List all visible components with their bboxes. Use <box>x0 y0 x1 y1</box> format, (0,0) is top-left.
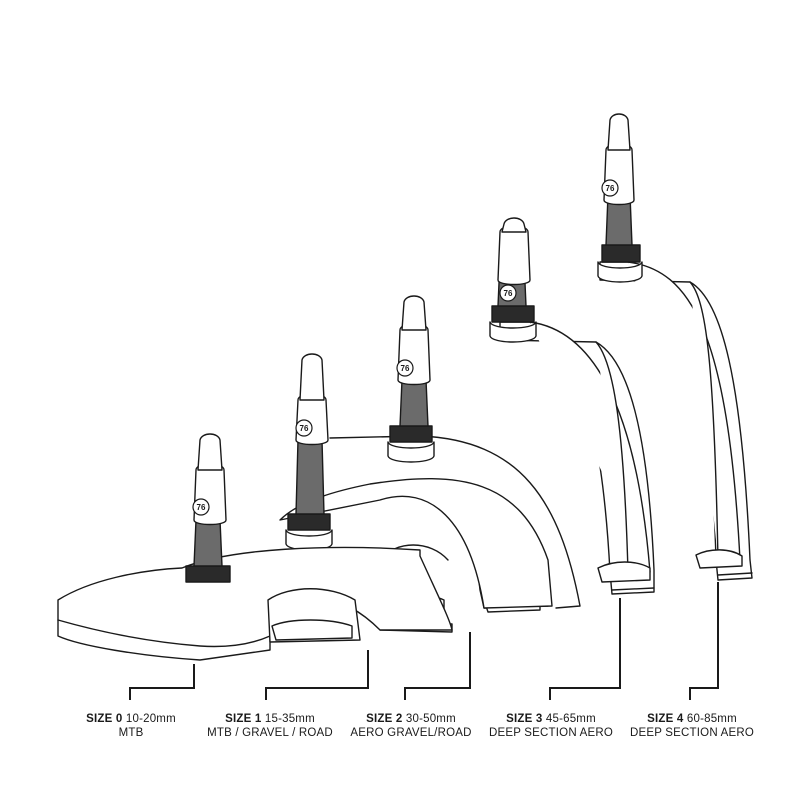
rim-insert-size-0 <box>57 546 453 661</box>
valve-badge-2: 76 <box>401 364 410 373</box>
valve-badges <box>192 179 619 516</box>
size-range-1: 15-35mm <box>264 713 315 725</box>
size-use-0: MTB <box>118 727 144 739</box>
valve-badge-0: 76 <box>197 503 206 512</box>
size-range-2: 30-50mm <box>405 713 456 725</box>
size-range-0: 10-20mm <box>125 713 176 725</box>
size-label-2: SIZE 2 <box>366 713 403 725</box>
size-label-4: SIZE 4 <box>647 713 684 725</box>
size-use-2: AERO GRAVEL/ROAD <box>350 727 472 739</box>
caption-size-3: SIZE 3 45-65mm DEEP SECTION AERO <box>489 712 613 740</box>
valve-size-2 <box>387 295 435 463</box>
valve-badge-4: 76 <box>606 184 615 193</box>
size-use-4: DEEP SECTION AERO <box>630 727 754 739</box>
leader-line-size-0 <box>129 664 195 700</box>
leader-line-size-4 <box>689 582 719 700</box>
caption-size-2: SIZE 2 30-50mm AERO GRAVEL/ROAD <box>350 712 471 740</box>
size-label-0: SIZE 0 <box>86 713 123 725</box>
size-use-3: DEEP SECTION AERO <box>489 727 613 739</box>
valve-badge-3: 76 <box>504 289 513 298</box>
leader-line-size-3 <box>549 598 621 700</box>
size-range-4: 60-85mm <box>686 713 737 725</box>
leader-line-size-2 <box>404 632 471 700</box>
size-range-3: 45-65mm <box>545 713 596 725</box>
size-label-1: SIZE 1 <box>225 713 262 725</box>
size-use-1: MTB / GRAVEL / ROAD <box>207 727 333 739</box>
leader-line-size-1 <box>265 650 369 700</box>
size-label-3: SIZE 3 <box>506 713 543 725</box>
valve-size-1 <box>285 353 333 551</box>
valve-badge-1: 76 <box>300 424 309 433</box>
valve-size-4 <box>597 113 643 283</box>
caption-size-4: SIZE 4 60-85mm DEEP SECTION AERO <box>630 712 754 740</box>
rim-insert-size-4 <box>599 261 753 581</box>
caption-size-0: SIZE 0 10-20mm MTB <box>86 712 176 740</box>
rim-insert-size-3 <box>499 321 655 595</box>
caption-size-1: SIZE 1 15-35mm MTB / GRAVEL / ROAD <box>207 712 333 740</box>
